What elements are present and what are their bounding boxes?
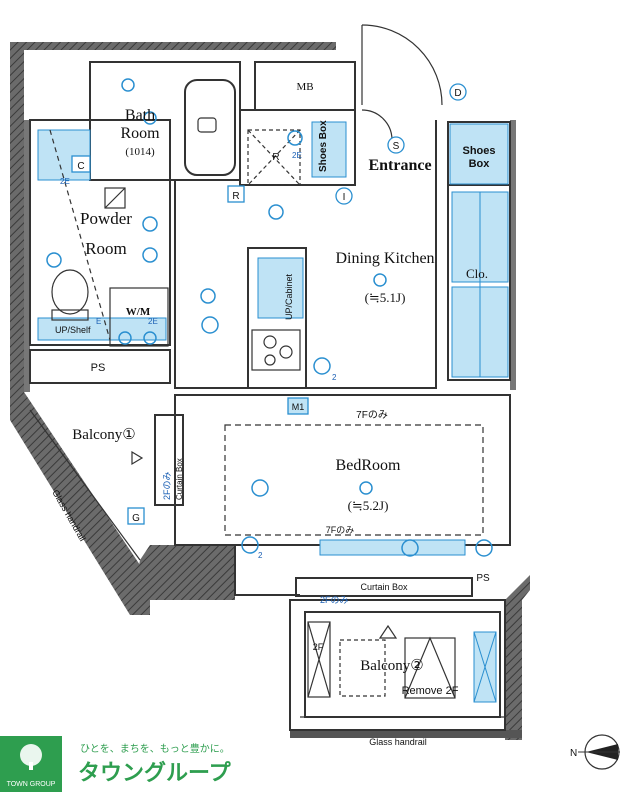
m1-label: M1: [292, 402, 305, 412]
ps-left-label: PS: [91, 362, 106, 374]
r-mark-label: R: [272, 152, 279, 163]
i-mark: I: [343, 192, 346, 203]
bath-label-2: Room: [120, 125, 160, 142]
up-shelf-label: UP/Shelf: [55, 325, 91, 335]
c-mark: C: [77, 161, 84, 172]
mb-label: MB: [296, 81, 313, 93]
dk-size-label: (≒5.1J): [365, 290, 406, 305]
two-e-a: 2E: [60, 177, 70, 186]
up-cabinet-label: UP/Cabinet: [284, 273, 294, 320]
wm-label: W/M: [126, 306, 151, 318]
blue-fixtures: [37, 121, 509, 703]
shoes-box-left: Shoes Box: [318, 120, 329, 172]
brand-logo: TOWN GROUP ひとを、まちを、もっと豊かに。 タウングループ: [0, 736, 232, 792]
two-e-d: E: [96, 317, 101, 326]
clo-label: Clo.: [466, 266, 488, 281]
s-mark: S: [393, 141, 400, 152]
curtain-box-side-label: Curtain Box: [175, 458, 184, 500]
brand-tagline: ひとを、まちを、もっと豊かに。: [80, 742, 230, 755]
two-e-c: 2E: [148, 317, 158, 326]
symbol-markers: [71, 83, 467, 525]
dk-label: Dining Kitchen: [335, 250, 434, 267]
curtain-box-bottom-label: Curtain Box: [360, 582, 408, 592]
fixture-outlines: [29, 24, 505, 718]
room-labels: Bath Room (1014) Powder Room W/M MB R En…: [50, 81, 495, 747]
remove-2f-label: Remove 2F: [402, 685, 459, 697]
two-f-left-label: 2Fのみ: [162, 471, 172, 500]
powder-label-1: Powder: [80, 209, 132, 228]
bath-size-label: (1014): [125, 146, 155, 158]
sub-2-b: 2: [258, 551, 263, 560]
seven-f-top-label: 7Fのみ: [356, 410, 388, 421]
ps-right-label: PS: [476, 573, 490, 584]
two-e-b: 2E: [292, 151, 302, 160]
shoes-box-right-2: Box: [469, 158, 491, 170]
shoes-box-right-1: Shoes: [462, 145, 495, 157]
d-mark: D: [454, 88, 461, 99]
seven-f-inner-label: 7Fのみ: [326, 525, 355, 535]
compass: N: [570, 734, 620, 770]
r-square-mark: R: [232, 191, 239, 202]
powder-label-2: Room: [85, 239, 127, 258]
brand-name-ja: タウングループ: [78, 760, 232, 785]
balcony2-label: Balcony②: [360, 658, 423, 674]
balcony1-label: Balcony①: [72, 427, 135, 443]
g-mark: G: [132, 513, 140, 524]
sub-2-a: 2: [332, 373, 337, 382]
bedroom-label: BedRoom: [336, 457, 401, 474]
interior-walls: [29, 61, 511, 731]
bed-size-label: (≒5.2J): [348, 498, 389, 513]
bath-label-1: Bath: [125, 107, 155, 124]
brand-name-en: TOWN GROUP: [7, 781, 56, 788]
two-f-bottom-label: 2Fのみ: [320, 595, 349, 605]
compass-north-label: N: [570, 748, 577, 759]
light-markers: [46, 78, 493, 557]
glass-handrail-bottom-label: Glass handrail: [369, 737, 427, 747]
entrance-label: Entrance: [368, 157, 431, 174]
outer-walls: [10, 42, 530, 740]
two-f-mark-label: 2F: [313, 642, 324, 652]
